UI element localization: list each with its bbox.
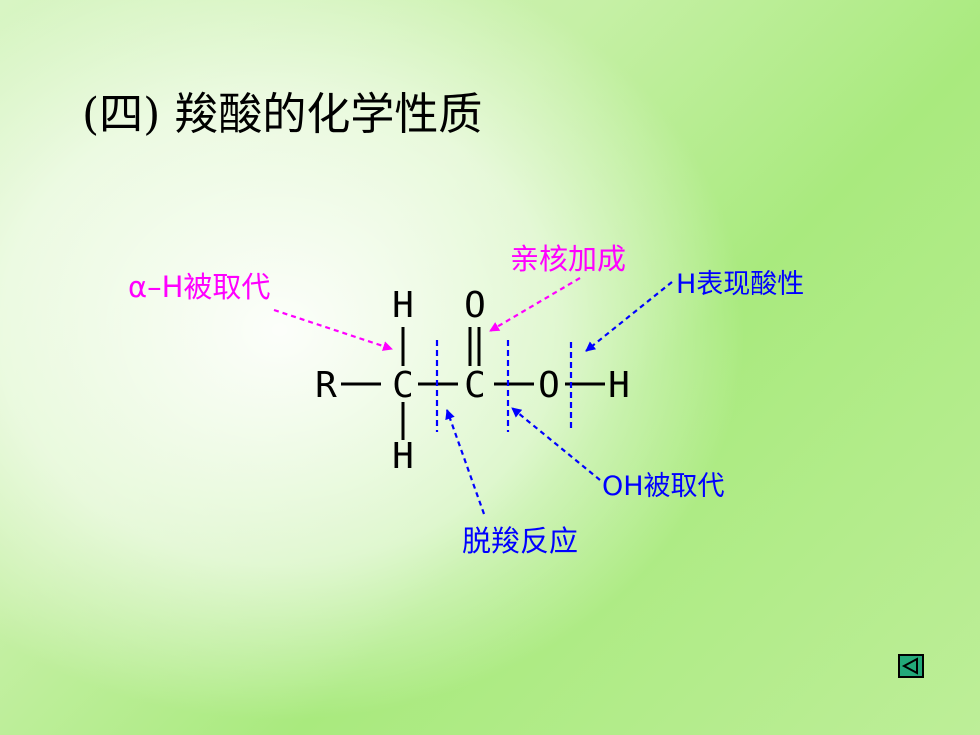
back-button[interactable] xyxy=(898,654,924,678)
pointer-arrows xyxy=(273,277,673,515)
atom-h-acid: H xyxy=(608,365,630,406)
slide-title: (四) 羧酸的化学性质 xyxy=(82,89,483,140)
atom-o-carbonyl: O xyxy=(464,285,486,326)
bonds xyxy=(341,327,605,440)
atom-r: R xyxy=(315,365,337,406)
atom-h-bottom: H xyxy=(392,436,414,477)
arrow-oh-substitution xyxy=(511,407,601,481)
atom-o-hydroxyl: O xyxy=(538,365,560,406)
arrow-decarboxylation xyxy=(445,409,486,515)
atom-h-top: H xyxy=(392,285,414,326)
label-h-acidity: H表现酸性 xyxy=(676,269,805,300)
atom-c-carbonyl: C xyxy=(464,365,486,406)
arrow-acidity xyxy=(585,281,673,352)
atom-c-alpha: C xyxy=(392,365,414,406)
triangle-left-icon xyxy=(901,657,918,675)
label-alpha-h-substitution: α–H被取代 xyxy=(128,270,271,304)
arrow-nucleophilic-addition xyxy=(489,277,581,332)
label-nucleophilic-addition: 亲核加成 xyxy=(510,242,627,276)
arrow-alpha-h xyxy=(273,308,393,351)
label-decarboxylation: 脱羧反应 xyxy=(462,524,579,558)
label-oh-substitution: OH被取代 xyxy=(602,471,725,502)
cleavage-lines xyxy=(435,340,573,432)
